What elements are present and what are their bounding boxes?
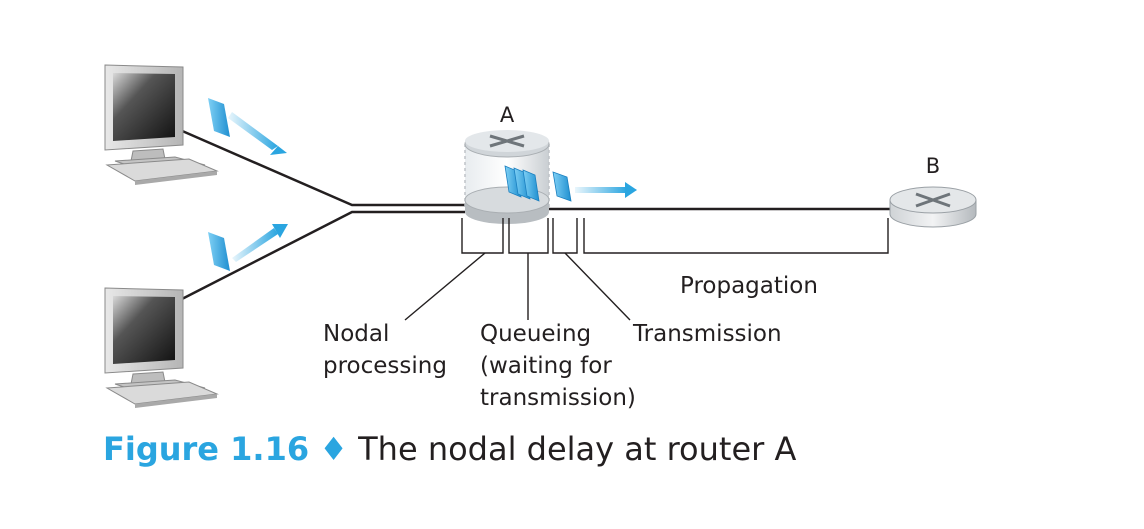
label-queueing-line3: transmission) — [480, 385, 636, 411]
host-computer-bottom-icon — [104, 287, 219, 408]
links — [179, 128, 892, 302]
label-queueing: Queueing (waiting for transmission) — [480, 321, 636, 411]
queued-packets-icon — [504, 165, 540, 202]
bracket-propagation — [583, 218, 889, 254]
host-computer-top-icon — [104, 64, 219, 185]
router-a-label: A — [500, 103, 515, 127]
label-queueing-line1: Queueing — [480, 321, 591, 347]
link-bottom-host — [179, 210, 465, 302]
label-nodal-processing-line1: Nodal — [323, 321, 389, 347]
label-nodal-processing: Nodal processing — [323, 321, 447, 379]
label-propagation: Propagation — [680, 273, 818, 299]
figure-number: Figure 1.16 — [103, 430, 310, 468]
bracket-transmission — [552, 218, 578, 254]
label-nodal-processing-line2: processing — [323, 353, 447, 379]
bracket-nodal-processing — [461, 218, 504, 254]
router-b-label: B — [926, 154, 940, 178]
packet-top-icon — [208, 98, 287, 155]
packet-bottom-icon — [208, 224, 288, 271]
router-b-icon — [889, 186, 977, 228]
label-transmission: Transmission — [632, 321, 782, 347]
label-queueing-line2: (waiting for — [480, 353, 612, 379]
transmitting-packet-icon — [552, 171, 637, 202]
caption-separator: ♦ — [319, 430, 348, 468]
link-top-host — [179, 128, 465, 207]
figure-caption: Figure 1.16 ♦ The nodal delay at router … — [103, 430, 796, 468]
delay-brackets — [404, 218, 889, 321]
caption-text: The nodal delay at router A — [358, 430, 797, 468]
